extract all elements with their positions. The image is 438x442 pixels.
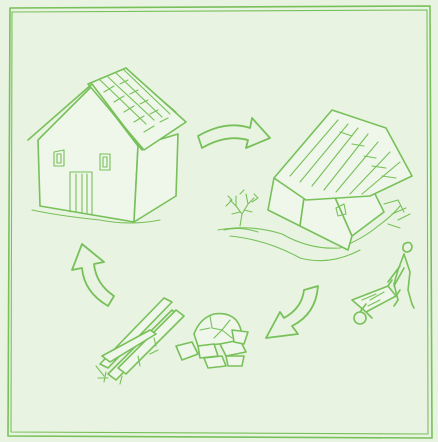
timber-beams-icon <box>96 298 184 384</box>
intact-house-icon <box>28 68 186 223</box>
person-with-wheelbarrow-icon <box>352 242 414 324</box>
tree-icon <box>224 190 258 232</box>
cycle-arrow-icon <box>198 118 270 148</box>
cycle-arrow-icon <box>72 244 114 306</box>
cycle-arrow-icon <box>266 286 318 338</box>
stone-pile-icon <box>176 314 248 368</box>
